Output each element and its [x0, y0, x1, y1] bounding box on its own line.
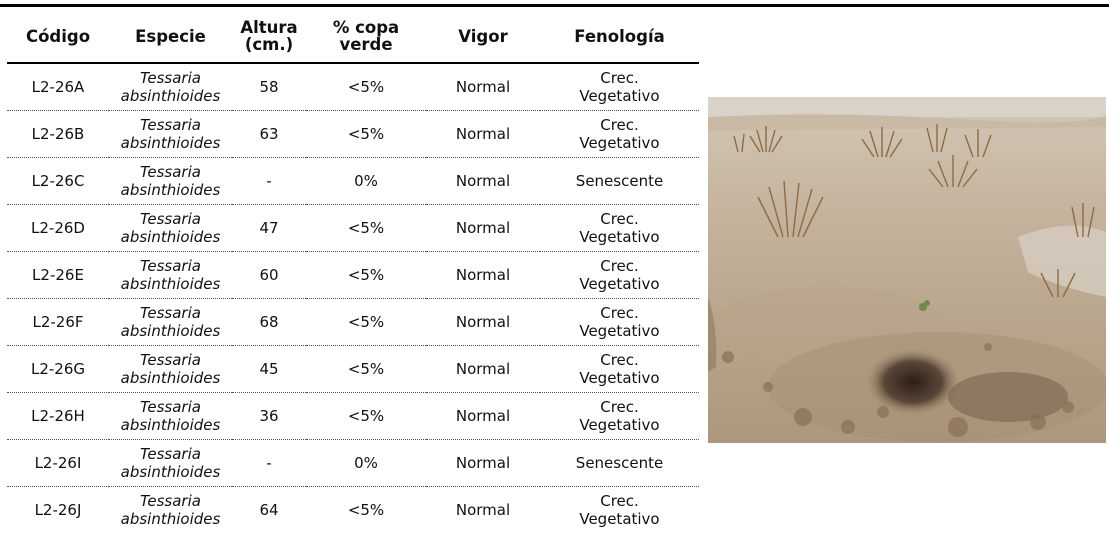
field-photo [708, 97, 1106, 443]
cell-codigo: L2-26D [7, 204, 109, 252]
cell-vigor: Normal [426, 345, 540, 393]
cell-codigo: L2-26H [7, 392, 109, 440]
header-altura: Altura(cm.) [232, 10, 306, 64]
cell-copa-verde: <5% [306, 298, 426, 346]
cell-altura: - [232, 157, 306, 205]
header-fenologia: Fenología [540, 10, 699, 64]
cell-altura: 45 [232, 345, 306, 393]
cell-fenologia: Crec.Vegetativo [540, 110, 699, 158]
cell-vigor: Normal [426, 204, 540, 252]
cell-fenologia: Crec.Vegetativo [579, 492, 660, 528]
cell-copa-verde: <5% [306, 204, 426, 252]
cell-codigo: L2-26B [7, 110, 109, 158]
cell-altura: 47 [232, 204, 306, 252]
cell-fenologia: Senescente [540, 157, 699, 205]
cell-altura: 63 [232, 110, 306, 158]
cell-copa-verde: <5% [306, 110, 426, 158]
header-vigor: Vigor [426, 10, 540, 64]
cell-fenologia: Crec.Vegetativo [540, 298, 699, 346]
cell-vigor: Normal [426, 439, 540, 487]
cell-fenologia: Crec.Vegetativo [540, 392, 699, 440]
cell-fenologia: Crec.Vegetativo [540, 204, 699, 252]
cell-altura: 58 [232, 63, 306, 111]
cell-vigor: Normal [426, 63, 540, 111]
cell-codigo: L2-26G [7, 345, 109, 393]
cell-codigo: L2-26I [7, 439, 109, 487]
cell-codigo: L2-26J [34, 500, 82, 519]
cell-altura: 68 [232, 298, 306, 346]
cell-copa-verde: <5% [306, 345, 426, 393]
header-codigo: Código [7, 10, 109, 64]
cell-codigo: L2-26C [7, 157, 109, 205]
cell-copa-verde: <5% [347, 500, 385, 519]
cell-vigor: Normal [426, 157, 540, 205]
cell-fenologia: Crec.Vegetativo [540, 345, 699, 393]
cell-altura: 36 [232, 392, 306, 440]
cell-codigo: L2-26F [7, 298, 109, 346]
cell-copa-verde: <5% [306, 392, 426, 440]
cell-vigor: Normal [426, 251, 540, 299]
cell-vigor: Normal [426, 298, 540, 346]
cell-copa-verde: 0% [306, 439, 426, 487]
cell-codigo: L2-26E [7, 251, 109, 299]
top-rule [0, 4, 1109, 7]
cell-altura: - [232, 439, 306, 487]
cell-copa-verde: 0% [306, 157, 426, 205]
cell-copa-verde: <5% [306, 251, 426, 299]
cell-vigor: Normal [426, 110, 540, 158]
cell-vigor: Normal [455, 500, 511, 519]
field-photo-image [708, 97, 1106, 443]
cell-vigor: Normal [426, 392, 540, 440]
cell-codigo: L2-26A [7, 63, 109, 111]
cell-altura: 60 [232, 251, 306, 299]
cell-altura: 64 [259, 500, 279, 519]
cell-fenologia: Crec.Vegetativo [540, 63, 699, 111]
cell-fenologia: Senescente [540, 439, 699, 487]
header-especie: Especie [109, 10, 232, 64]
cell-copa-verde: <5% [306, 63, 426, 111]
cell-fenologia: Crec.Vegetativo [540, 251, 699, 299]
